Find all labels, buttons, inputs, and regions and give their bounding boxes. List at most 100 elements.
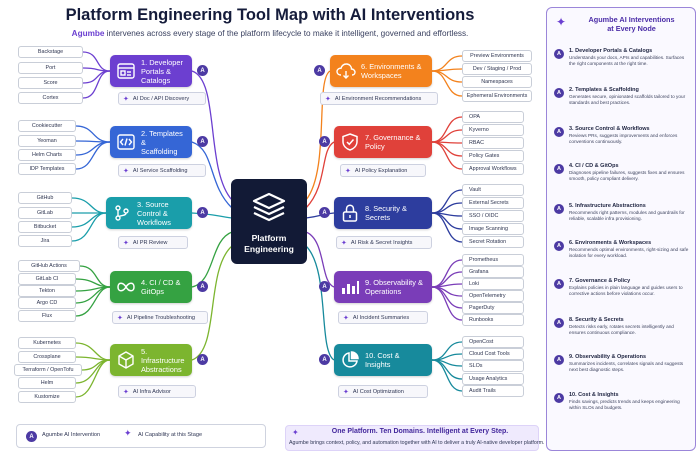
ai-intervention-badge[interactable]: A xyxy=(319,207,330,218)
tool-runbooks[interactable]: Runbooks xyxy=(462,314,524,326)
domain-label-line2: Insights xyxy=(365,360,391,369)
panel-item-desc: Recommends right patterns, modules and g… xyxy=(569,210,685,221)
tool-bitbucket[interactable]: Bitbucket xyxy=(18,221,72,233)
legend-ai-badge-icon: A xyxy=(26,431,37,442)
domain-ci-cd-gitops[interactable]: 4. CI / CD &GitOps xyxy=(110,271,192,303)
ai-capability-pipeline-troubleshooting[interactable]: ✦AI Pipeline Troubleshooting xyxy=(112,311,208,324)
tool-terraform-opentofu[interactable]: Terraform / OpenTofu xyxy=(14,364,82,376)
domain-environments[interactable]: 6. Environments &Workspaces xyxy=(330,55,432,87)
tool-opentelemetry[interactable]: OpenTelemetry xyxy=(462,290,524,302)
tool-github-actions[interactable]: GitHub Actions xyxy=(18,260,80,272)
tool-slos[interactable]: SLOs xyxy=(462,360,524,372)
domain-observability[interactable]: 9. Observability &Operations xyxy=(334,271,432,303)
tool-jira[interactable]: Jira xyxy=(18,235,72,247)
tool-approval-workflows[interactable]: Approval Workflows xyxy=(462,163,524,175)
tool-gitlab-ci[interactable]: GitLab CI xyxy=(18,273,76,285)
tool-grafana[interactable]: Grafana xyxy=(462,266,524,278)
tool-namespaces[interactable]: Namespaces xyxy=(462,76,532,88)
domain-label-line2: Workflows xyxy=(137,217,171,227)
domain-label-line2: Secrets xyxy=(365,213,391,222)
tool-flux[interactable]: Flux xyxy=(18,310,76,322)
tool-score[interactable]: Score xyxy=(18,77,83,89)
tool-kustomize[interactable]: Kustomize xyxy=(18,391,76,403)
tool-gitlab[interactable]: GitLab xyxy=(18,207,72,219)
tool-cortex[interactable]: Cortex xyxy=(18,92,83,104)
tool-policy-gates[interactable]: Policy Gates xyxy=(462,150,524,162)
tool-dev-staging-prod[interactable]: Dev / Staging / Prod xyxy=(462,63,532,75)
ai-capability-pr-review[interactable]: ✦AI PR Review xyxy=(118,236,188,249)
ai-capability-incident-summaries[interactable]: ✦AI Incident Summaries xyxy=(338,311,428,324)
tool-audit-trails[interactable]: Audit Trails xyxy=(462,385,524,397)
tool-cloud-cost-tools[interactable]: Cloud Cost Tools xyxy=(462,348,524,360)
tool-prometheus[interactable]: Prometheus xyxy=(462,254,524,266)
ai-capability-policy-explanation[interactable]: ✦AI Policy Explanation xyxy=(340,164,426,177)
tool-secret-rotation[interactable]: Secret Rotation xyxy=(462,236,524,248)
tool-helm[interactable]: Helm xyxy=(18,377,76,389)
tool-port[interactable]: Port xyxy=(18,62,83,74)
sparkle-icon: ✦ xyxy=(123,388,129,396)
ai-capability-service-scaffolding[interactable]: ✦AI Service Scaffolding xyxy=(118,164,206,177)
panel-item-desc: Summarizes incidents, correlates signals… xyxy=(569,361,684,372)
bar-chart-icon xyxy=(340,277,360,297)
tool-image-scanning[interactable]: Image Scanning xyxy=(462,223,524,235)
tool-tekton[interactable]: Tekton xyxy=(18,285,76,297)
ai-capability-environment-recommendations[interactable]: ✦AI Environment Recommendations xyxy=(320,92,438,105)
ai-intervention-badge[interactable]: A xyxy=(319,281,330,292)
tagline-headline: One Platform. Ten Domains. Intelligent a… xyxy=(331,428,509,435)
ai-capability-label: AI Policy Explanation xyxy=(354,167,408,174)
center-node-platform-engineering[interactable]: Platform Engineering xyxy=(231,179,307,264)
tool-loki[interactable]: Loki xyxy=(462,278,524,290)
sparkle-icon: ✦ xyxy=(345,167,351,175)
ai-capability-label: AI Service Scaffolding xyxy=(132,167,188,174)
tool-kyverno[interactable]: Kyverno xyxy=(462,124,524,136)
tool-yeoman[interactable]: Yeoman xyxy=(18,135,76,147)
domain-label-line1: 9. Observability & xyxy=(365,278,423,287)
portal-icon xyxy=(116,61,136,81)
ai-intervention-badge[interactable]: A xyxy=(197,136,208,147)
ai-badge-icon: A xyxy=(554,49,564,59)
ai-intervention-badge[interactable]: A xyxy=(197,207,208,218)
domain-source-control[interactable]: 3. Source Control &Workflows xyxy=(106,197,192,229)
ai-intervention-badge[interactable]: A xyxy=(319,354,330,365)
tool-helm-charts[interactable]: Helm Charts xyxy=(18,149,76,161)
domain-governance[interactable]: 7. Governance &Policy xyxy=(334,126,432,158)
tool-vault[interactable]: Vault xyxy=(462,184,524,196)
tool-crossplane[interactable]: Crossplane xyxy=(18,351,76,363)
ai-badge-icon: A xyxy=(554,88,564,98)
tool-sso-oidc[interactable]: SSO / OIDC xyxy=(462,210,524,222)
ai-capability-risk-secret-insights[interactable]: ✦AI Risk & Secret Insights xyxy=(336,236,432,249)
tool-argo-cd[interactable]: Argo CD xyxy=(18,297,76,309)
ai-capability-cost-optimization[interactable]: ✦AI Cost Optimization xyxy=(338,385,428,398)
tool-kubernetes[interactable]: Kubernetes xyxy=(18,337,76,349)
tool-preview-environments[interactable]: Preview Environments xyxy=(462,50,532,62)
tool-external-secrets[interactable]: External Secrets xyxy=(462,197,524,209)
ai-intervention-badge[interactable]: A xyxy=(314,65,325,76)
panel-item-title: 2. Templates & Scaffolding xyxy=(569,87,639,93)
ai-intervention-badge[interactable]: A xyxy=(197,281,208,292)
tool-github[interactable]: GitHub xyxy=(18,192,72,204)
domain-cost-insights[interactable]: 10. Cost &Insights xyxy=(334,344,432,376)
ai-intervention-badge[interactable]: A xyxy=(319,136,330,147)
tool-cookiecutter[interactable]: Cookiecutter xyxy=(18,120,76,132)
tool-pagerduty[interactable]: PagerDuty xyxy=(462,302,524,314)
ai-intervention-badge[interactable]: A xyxy=(197,354,208,365)
tool-usage-analytics[interactable]: Usage Analytics xyxy=(462,373,524,385)
domain-security-secrets[interactable]: 8. Security &Secrets xyxy=(334,197,432,229)
ai-capability-doc-discovery[interactable]: ✦AI Doc / API Discovery xyxy=(118,92,206,105)
sparkle-icon: ✦ xyxy=(556,15,567,29)
ai-capability-infra-advisor[interactable]: ✦AI Infra Advisor xyxy=(118,385,196,398)
ai-capability-label: AI Infra Advisor xyxy=(132,388,171,395)
tool-opencost[interactable]: OpenCost xyxy=(462,336,524,348)
tool-idp-templates[interactable]: IDP Templates xyxy=(18,163,76,175)
tool-backstage[interactable]: Backstage xyxy=(18,46,83,58)
tool-ephemeral-environments[interactable]: Ephemeral Environments xyxy=(462,90,532,102)
tool-opa[interactable]: OPA xyxy=(462,111,524,123)
ai-intervention-badge[interactable]: A xyxy=(197,65,208,76)
domain-label-line2: Abstractions xyxy=(141,364,182,374)
domain-templates-scaffolding[interactable]: 2. Templates &Scaffolding xyxy=(110,126,192,158)
tool-rbac[interactable]: RBAC xyxy=(462,137,524,149)
panel-title-line2: at Every Node xyxy=(607,24,656,33)
